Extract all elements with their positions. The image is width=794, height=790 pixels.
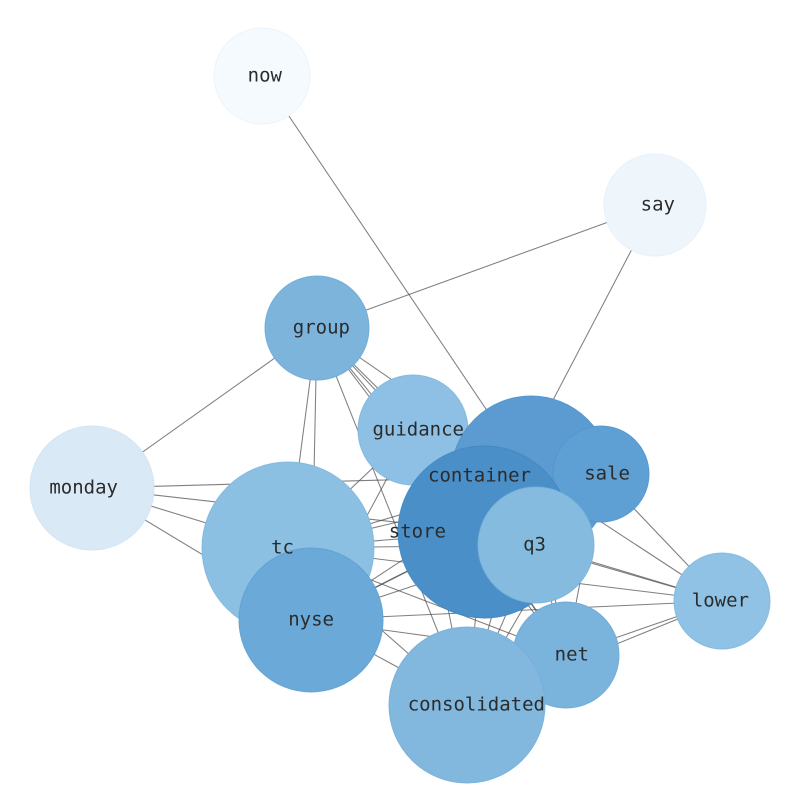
graph-node-label-q3: q3 <box>523 534 546 556</box>
graph-node-label-nyse: nyse <box>288 609 334 631</box>
graph-node-label-consolidated: consolidated <box>408 694 545 716</box>
graph-node-label-lower: lower <box>692 590 749 612</box>
graph-node-label-guidance: guidance <box>372 419 464 441</box>
graph-node-group[interactable] <box>264 275 370 381</box>
graph-node-label-store: store <box>389 521 446 543</box>
graph-node-lower[interactable] <box>673 552 771 650</box>
graph-edge <box>316 204 656 329</box>
graph-node-label-now: now <box>248 65 283 87</box>
graph-node-label-net: net <box>555 644 589 666</box>
graph-node-label-say: say <box>641 194 675 216</box>
graph-node-monday[interactable] <box>29 425 155 551</box>
graph-node-say[interactable] <box>603 153 707 257</box>
graph-node-consolidated[interactable] <box>388 626 546 784</box>
nodes-layer <box>29 27 771 784</box>
graph-node-nyse[interactable] <box>238 547 384 693</box>
graph-node-label-tc: tc <box>271 537 294 559</box>
graph-node-label-sale: sale <box>584 463 630 485</box>
labels-layer: now say group monday guidance container sale st… <box>49 65 749 716</box>
graph-node-q3[interactable] <box>477 486 595 604</box>
graph-node-label-container: container <box>428 465 531 487</box>
graph-node-sale[interactable] <box>552 425 650 523</box>
graph-node-label-monday: monday <box>49 477 118 499</box>
graph-node-now[interactable] <box>213 27 311 125</box>
graph-node-label-group: group <box>293 317 350 339</box>
